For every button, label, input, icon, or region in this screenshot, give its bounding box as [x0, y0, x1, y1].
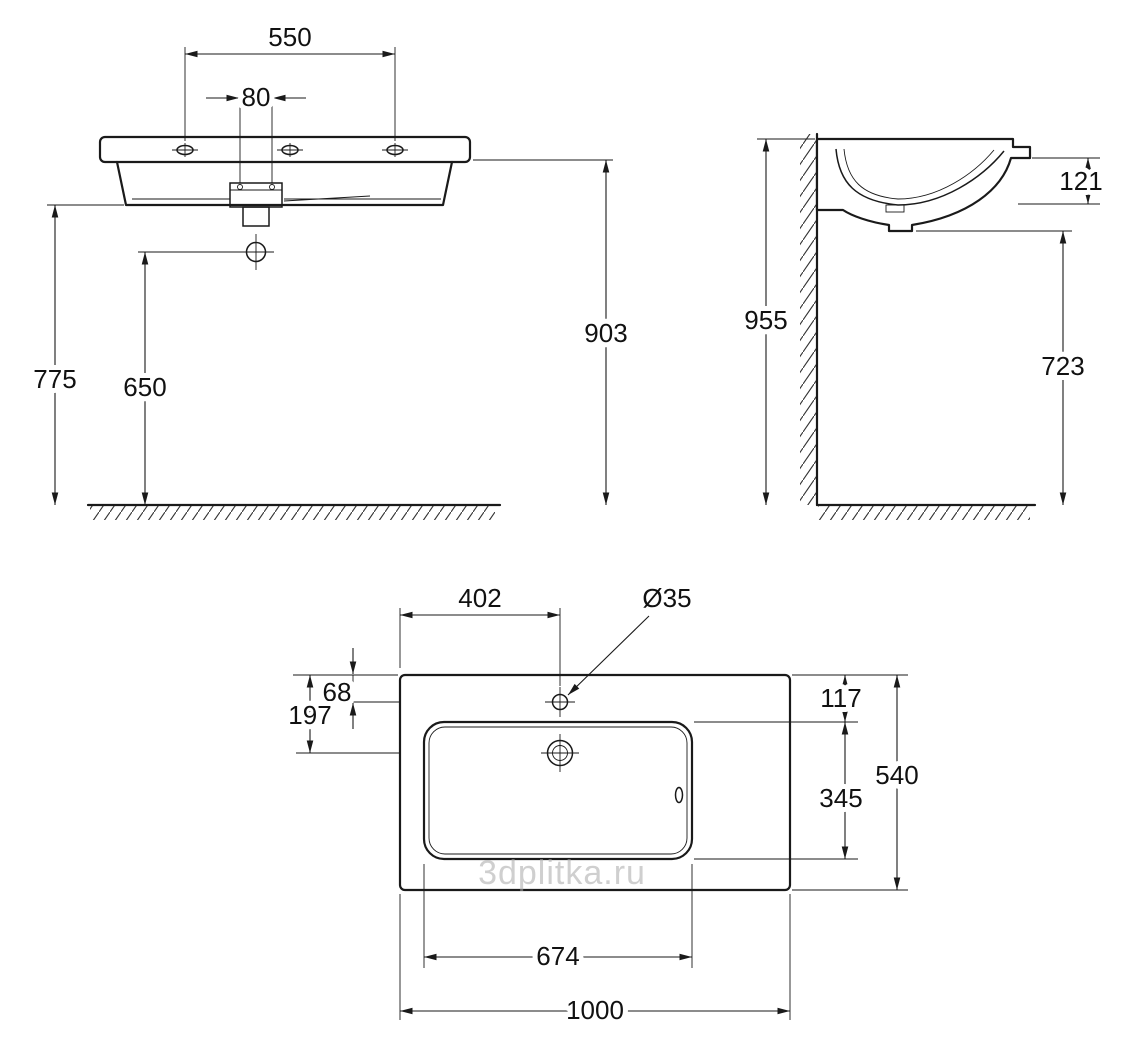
drain-bracket [229, 182, 283, 227]
dim-height-rim: 903 [473, 159, 633, 505]
dim-drain-setback: 197 [283, 675, 400, 754]
dim-front-lip-depth: 121 [1018, 157, 1108, 205]
dim-height-overall: 955 [739, 138, 815, 505]
dim-height-underside-front: 775 [28, 204, 124, 505]
plan-view: 402 Ø35 68 197 117 [283, 583, 924, 1030]
dim-label-height-drain: 650 [123, 372, 166, 402]
faucet-hole-icon [545, 687, 575, 717]
callout-faucet-diameter: Ø35 [567, 583, 692, 696]
dim-bowl-setback: 117 [694, 674, 908, 723]
dim-label-height-underside: 775 [33, 364, 76, 394]
side-ground [815, 503, 1037, 520]
dim-height-underside-side: 723 [916, 230, 1090, 505]
dim-label-bowl-setback: 117 [820, 683, 861, 713]
wall-hatch [800, 134, 817, 505]
basin-profile-side [815, 137, 1032, 233]
front-ground-hatch [90, 506, 495, 520]
dim-label-overall-width: 1000 [566, 995, 624, 1025]
bowl-cutout [422, 720, 694, 861]
dim-faucet-setback: 68 [293, 648, 400, 729]
dim-faucet-span: 550 [184, 22, 396, 141]
side-view: 955 121 723 [739, 132, 1108, 520]
dim-label-hole-spacing: 80 [242, 82, 271, 112]
dim-label-faucet-setback: 68 [323, 677, 352, 707]
dim-label-height-underside-side: 723 [1041, 351, 1084, 381]
front-basin [98, 135, 472, 270]
faucet-hole-icon [277, 143, 303, 157]
dim-label-front-lip-depth: 121 [1059, 166, 1102, 196]
dim-label-bowl-front-to-back: 345 [819, 783, 862, 813]
drain-icon [541, 734, 579, 772]
dim-label-faucet-offset: 402 [458, 583, 501, 613]
side-basin [815, 137, 1032, 233]
front-view: 550 80 775 650 903 [28, 22, 633, 520]
dim-faucet-offset: 402 [399, 583, 561, 686]
faucet-hole-icon [382, 143, 408, 157]
dim-overall-width: 1000 [399, 894, 791, 1030]
overflow-slot-icon [674, 786, 684, 804]
dim-label-faucet-span: 550 [268, 22, 311, 52]
dim-label-overall-depth: 540 [875, 760, 918, 790]
dim-height-drain: 650 [118, 251, 238, 505]
faucet-hole-icon [172, 143, 198, 157]
dim-label-height-overall: 955 [744, 305, 787, 335]
side-wall [800, 132, 819, 507]
side-drain-icon [885, 204, 905, 213]
dim-bowl-width: 674 [423, 864, 693, 976]
drain-axis-icon [238, 234, 274, 270]
basin-rim-front [98, 135, 472, 164]
plan-basin [398, 673, 792, 892]
front-ground [86, 503, 502, 520]
dim-label-faucet-diameter: Ø35 [642, 583, 691, 613]
basin-body-front [115, 160, 454, 207]
watermark-text: 3dplitka.ru [478, 854, 646, 892]
dim-overall-depth: 540 [792, 675, 924, 891]
side-ground-hatch [818, 506, 1030, 520]
dim-label-drain-setback: 197 [288, 700, 331, 730]
dim-label-height-rim: 903 [584, 318, 627, 348]
dim-bowl-front-to-back: 345 [694, 722, 868, 860]
dim-hole-spacing: 80 [206, 77, 306, 183]
dim-label-bowl-width: 674 [536, 941, 579, 971]
